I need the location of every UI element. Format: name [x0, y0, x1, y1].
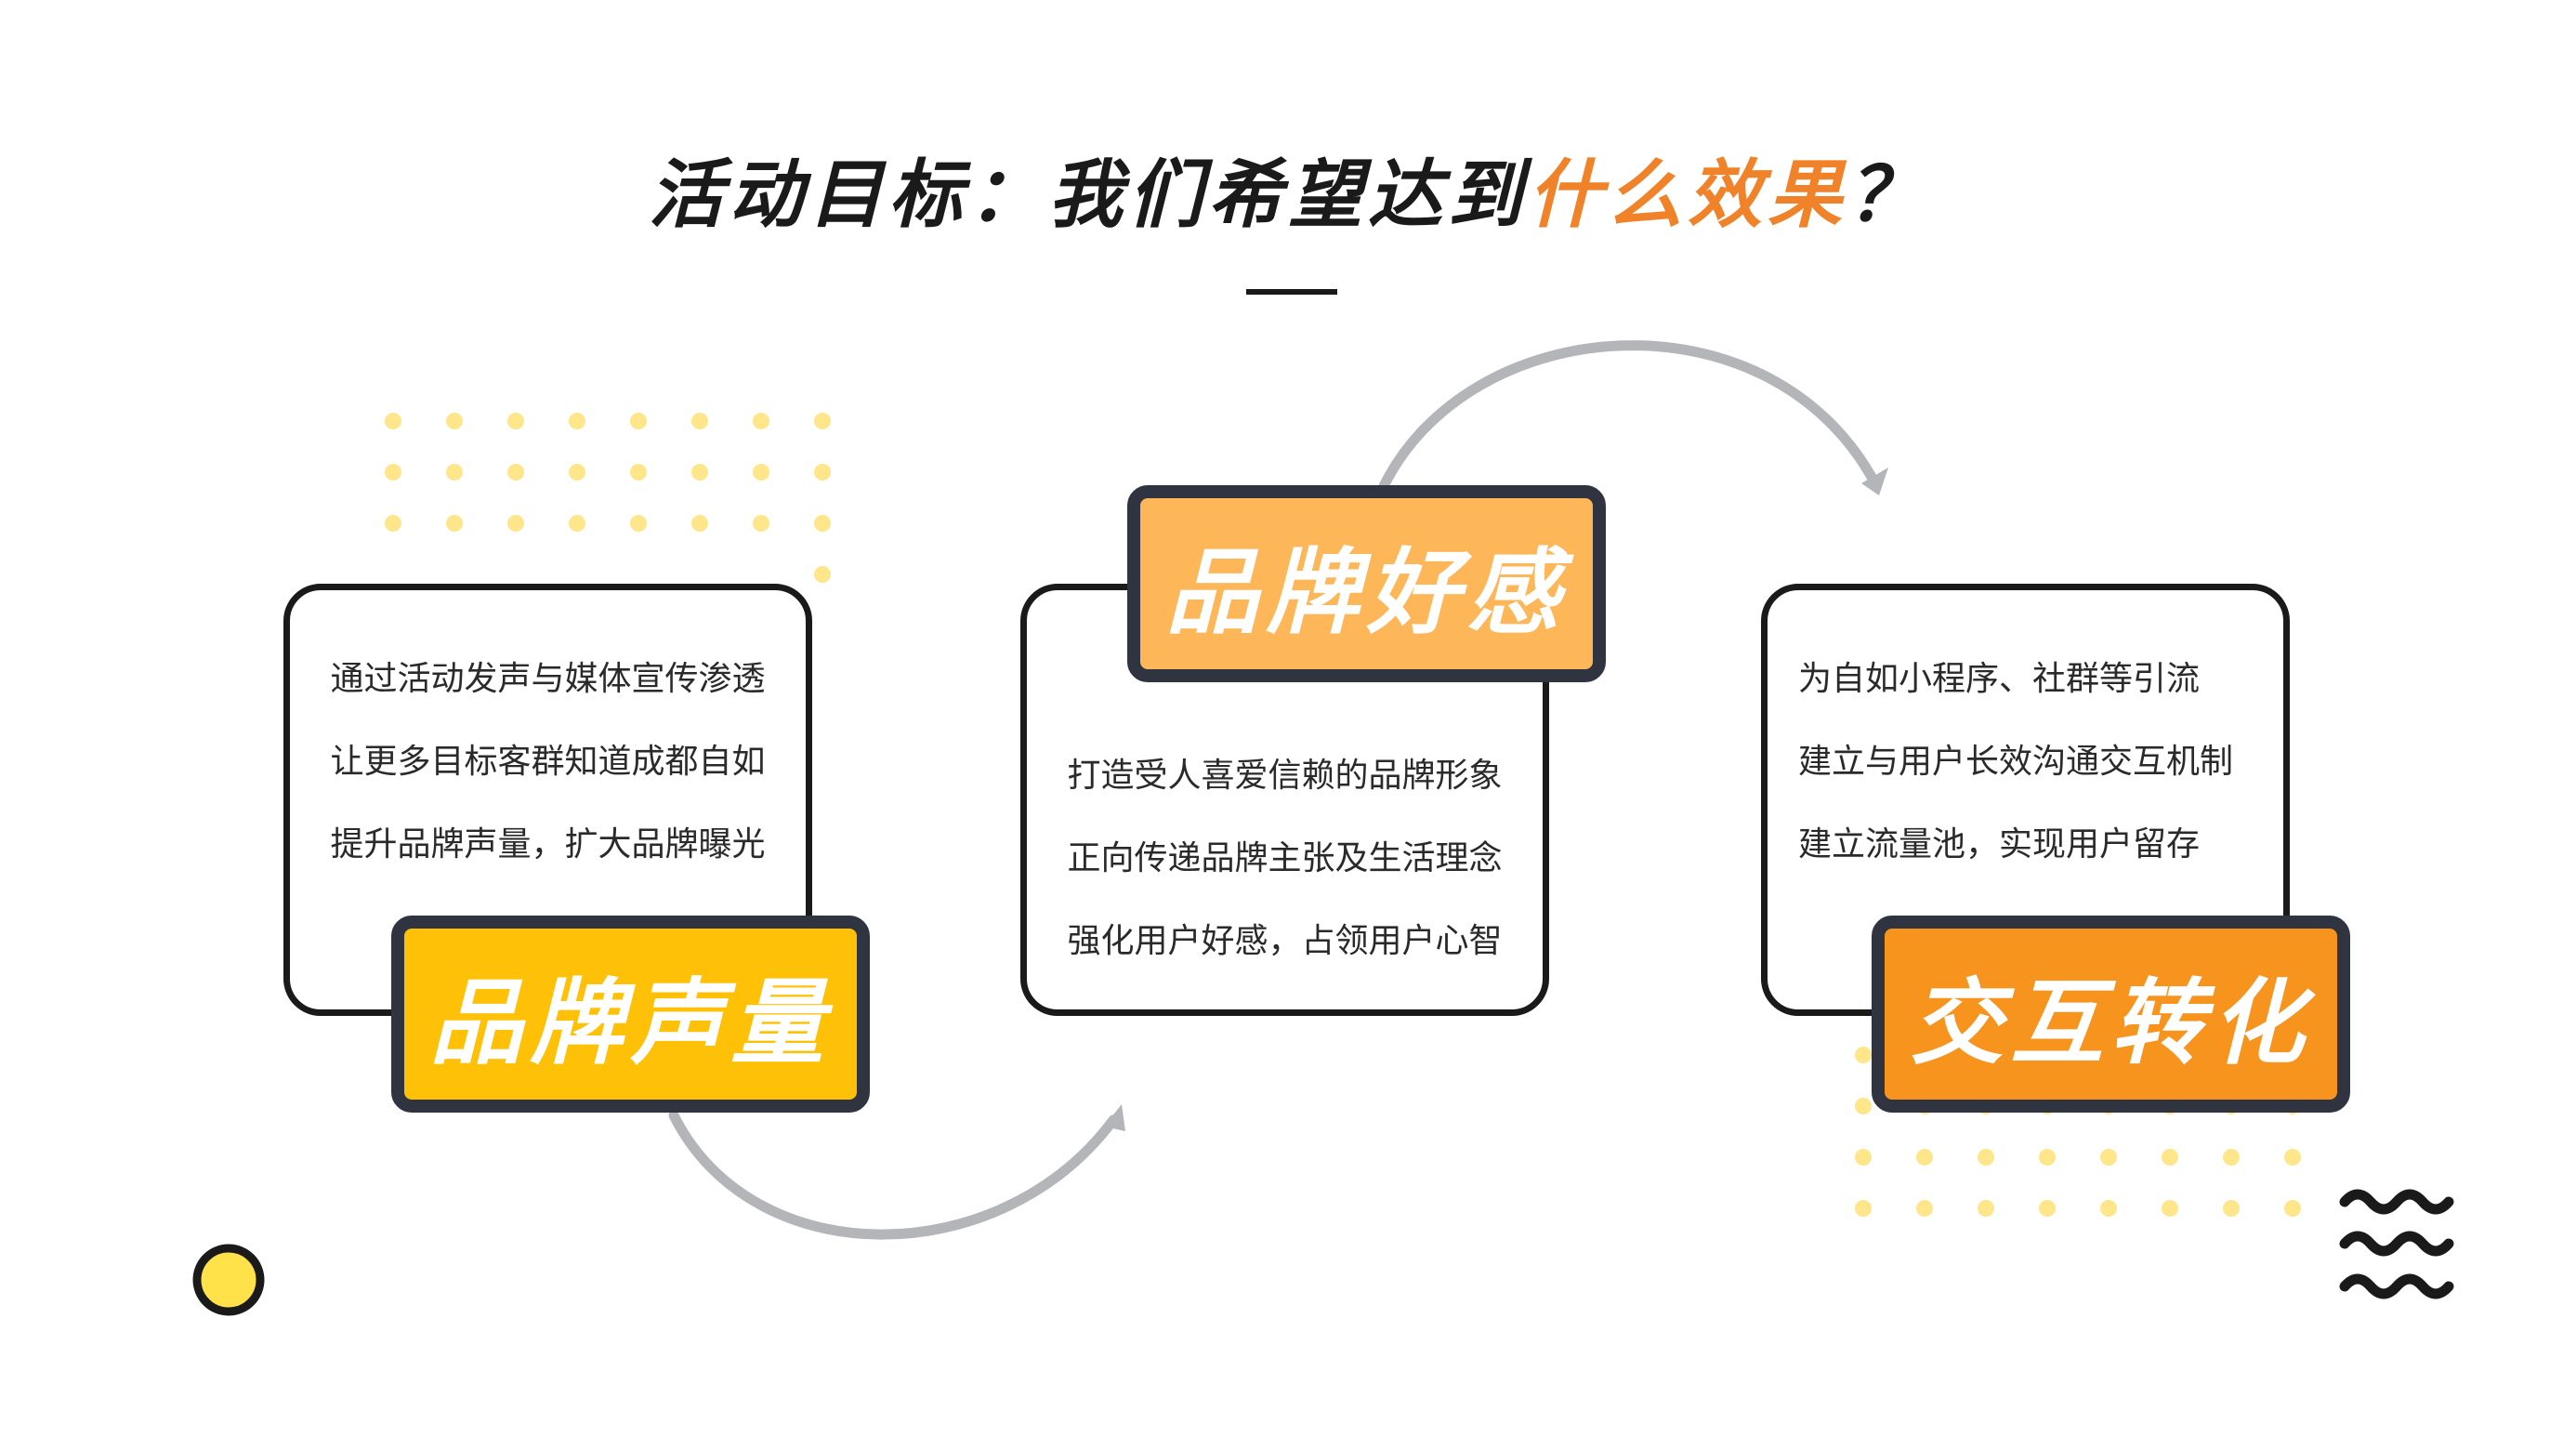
decorative-dot [691, 464, 708, 481]
decorative-dot [2162, 1200, 2178, 1217]
decorative-dot [446, 515, 463, 532]
arrowhead-top [1861, 468, 1888, 495]
decorative-dot [1978, 1149, 1994, 1166]
decorative-dot [2039, 1149, 2056, 1166]
decorative-dot [446, 464, 463, 481]
card-line: 建立与用户长效沟通交互机制 [1798, 743, 2234, 781]
decorative-dot [630, 464, 647, 481]
decorative-dot [569, 413, 585, 429]
card-line: 打造受人喜爱信赖的品牌形象 [1067, 757, 1503, 795]
decorative-dot [385, 515, 401, 532]
decorative-dot [630, 515, 647, 532]
title-suffix: ？ [1847, 152, 1927, 238]
card-description: 为自如小程序、社群等引流 建立与用户长效沟通交互机制 建立流量池，实现用户留存 [1768, 638, 2283, 886]
card-line: 建立流量池，实现用户留存 [1798, 825, 2201, 863]
decorative-dot [691, 515, 708, 532]
decorative-dot [1855, 1098, 1872, 1114]
arrowhead-bottom [1104, 1104, 1125, 1131]
decorative-dot [630, 413, 647, 429]
decorative-dot [2039, 1200, 2056, 1217]
decorative-dot [753, 413, 769, 429]
decorative-dot [507, 515, 524, 532]
tag-brand-favor: 品牌好感 [1127, 485, 1606, 682]
decorative-dot [753, 464, 769, 481]
decorative-dot [385, 413, 401, 429]
decorative-dot [1855, 1200, 1872, 1217]
tag-interaction-conversion: 交互转化 [1872, 916, 2350, 1113]
decorative-dot [814, 566, 831, 583]
title-highlight: 什么效果 [1528, 152, 1847, 238]
decorative-dot [2284, 1200, 2301, 1217]
card-line: 通过活动发声与媒体宣传渗透 [330, 660, 766, 698]
card-interaction-conversion: 为自如小程序、社群等引流 建立与用户长效沟通交互机制 建立流量池，实现用户留存 [1761, 584, 2290, 1016]
decorative-dot [2223, 1149, 2240, 1166]
decorative-dot [814, 464, 831, 481]
decorative-dot [1978, 1200, 1994, 1217]
dot-grid-top-left [385, 413, 831, 583]
decorative-dot [814, 515, 831, 532]
card-line: 强化用户好感，占领用户心智 [1067, 922, 1503, 960]
decorative-dot [1855, 1149, 1872, 1166]
decorative-dot [814, 413, 831, 429]
decorative-dot [569, 515, 585, 532]
decorative-dot [569, 464, 585, 481]
decorative-dot [385, 464, 401, 481]
decorative-dot [2162, 1149, 2178, 1166]
decorative-dot [2223, 1200, 2240, 1217]
decorative-dot [2100, 1200, 2117, 1217]
decorative-dot [2100, 1149, 2117, 1166]
tag-brand-volume: 品牌声量 [391, 916, 870, 1113]
card-line: 让更多目标客群知道成都自如 [330, 743, 766, 781]
page-title: 活动目标：我们希望达到什么效果？ [0, 149, 2576, 242]
decorative-dot [446, 413, 463, 429]
curved-arrow-bottom [668, 1110, 1119, 1240]
decorative-dot [507, 413, 524, 429]
decorative-dot [1916, 1149, 1933, 1166]
wave-lines-icon [2339, 1189, 2454, 1299]
card-line: 正向传递品牌主张及生活理念 [1067, 839, 1503, 877]
card-description: 通过活动发声与媒体宣传渗透 让更多目标客群知道成都自如 提升品牌声量，扩大品牌曝… [290, 638, 806, 886]
decorative-dot [691, 413, 708, 429]
curved-arrow-top [1377, 340, 1878, 494]
card-line: 提升品牌声量，扩大品牌曝光 [330, 825, 766, 863]
decorative-dot [1855, 1047, 1872, 1063]
card-description: 打造受人喜爱信赖的品牌形象 正向传递品牌主张及生活理念 强化用户好感，占领用户心… [1027, 734, 1543, 982]
title-underline [1246, 289, 1337, 295]
title-prefix: 活动目标：我们希望达到 [649, 152, 1528, 238]
decorative-dot [2284, 1149, 2301, 1166]
decorative-dot [507, 464, 524, 481]
decorative-dot [753, 515, 769, 532]
decorative-dot [1916, 1200, 1933, 1217]
yellow-circle-icon [192, 1244, 265, 1316]
card-line: 为自如小程序、社群等引流 [1798, 660, 2201, 698]
